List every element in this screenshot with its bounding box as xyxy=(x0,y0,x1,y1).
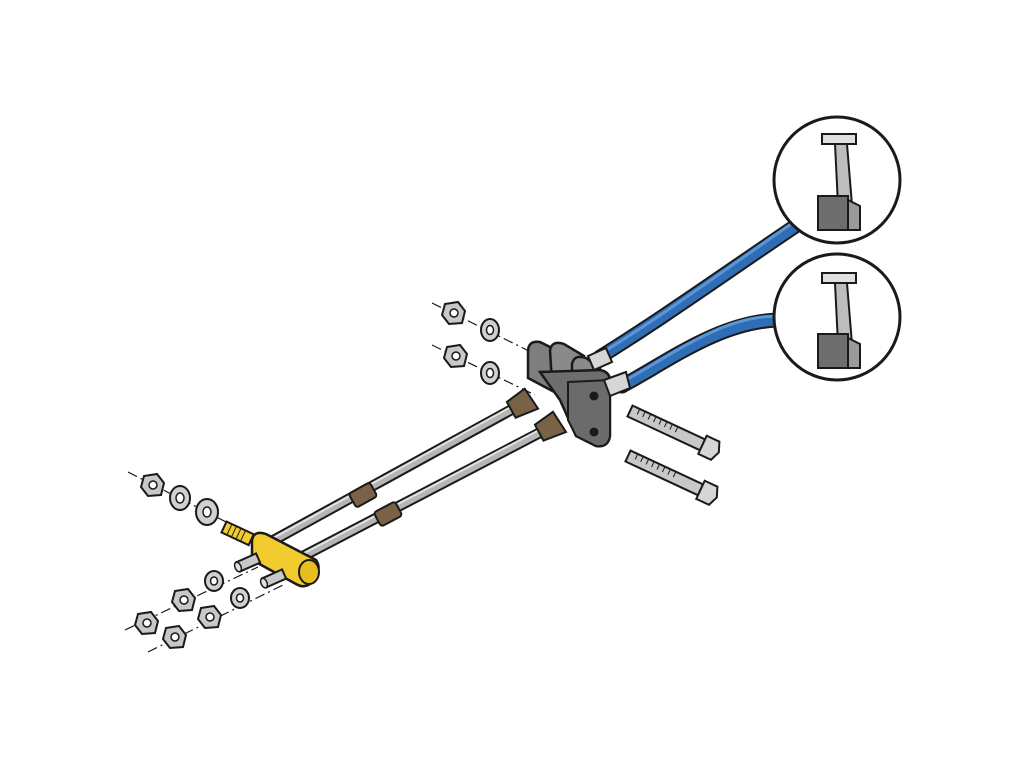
hex-nut xyxy=(161,624,188,650)
blue-control-cable-upper xyxy=(592,217,805,365)
nuts-and-washers xyxy=(133,300,500,650)
blue-control-cable-lower xyxy=(614,312,786,394)
rod-ferrule-lower xyxy=(373,501,403,527)
control-lever-callout-lower xyxy=(772,252,902,382)
bracket-hole-icon xyxy=(589,427,599,437)
cable-end-fitting-upper xyxy=(505,387,540,419)
hex-nut xyxy=(196,604,223,630)
yoke-stud-lower xyxy=(259,568,288,589)
flat-washer xyxy=(230,587,250,609)
flat-washer xyxy=(169,485,191,511)
yellow-connector-yoke xyxy=(220,520,320,588)
yoke-stud-upper xyxy=(233,552,262,573)
rod-ferrule-upper xyxy=(348,482,378,508)
flat-washer xyxy=(195,498,219,526)
hex-nut xyxy=(139,472,166,498)
flat-washer xyxy=(480,318,500,342)
control-lever-icon xyxy=(817,133,861,231)
flat-washer xyxy=(480,361,500,385)
flat-washer xyxy=(204,570,224,592)
cable-mounting-bracket xyxy=(526,340,632,448)
cable-end-fitting-lower xyxy=(533,410,568,442)
push-pull-rod-upper xyxy=(259,399,526,551)
hex-nut xyxy=(133,610,160,636)
hex-nut xyxy=(442,343,469,369)
push-pull-rod-lower xyxy=(284,424,551,569)
hex-nut xyxy=(170,587,197,613)
bracket-hole-icon xyxy=(589,391,599,401)
mounting-bolt-upper xyxy=(626,404,721,461)
control-lever-callout-upper xyxy=(772,115,902,245)
control-lever-icon xyxy=(817,272,861,369)
hex-nut xyxy=(440,300,467,326)
mounting-bolt-lower xyxy=(624,449,719,506)
